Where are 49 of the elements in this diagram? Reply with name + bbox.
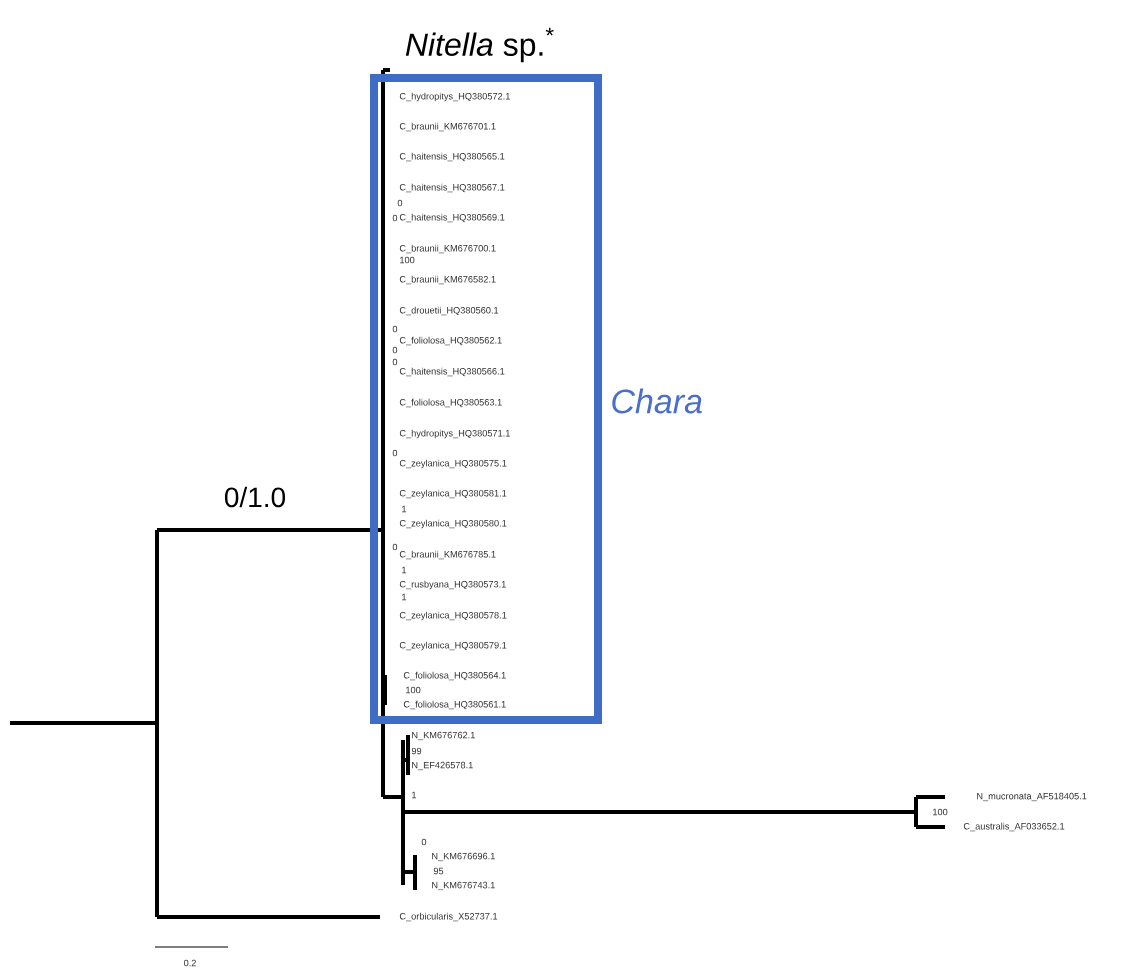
taxon-label: C_hydropitys_HQ380571.1 <box>399 429 510 439</box>
support-value: 1 <box>412 791 417 799</box>
taxon-label: C_foliolosa_HQ380563.1 <box>399 398 502 408</box>
taxon-label: C_braunii_KM676700.1 <box>399 244 496 254</box>
taxon-label: C_zeylanica_HQ380580.1 <box>399 519 507 529</box>
taxon-label: C_orbicularis_X52737.1 <box>399 912 498 922</box>
support-value: 99 <box>411 747 422 755</box>
support-value: 95 <box>433 867 444 875</box>
taxon-label: C_braunii_KM676582.1 <box>399 275 496 285</box>
taxon-label: N_KM676743.1 <box>432 881 495 891</box>
support-value: 0 <box>392 325 398 333</box>
taxon-label: C_zeylanica_HQ380579.1 <box>399 641 507 651</box>
taxon-label: C_foliolosa_HQ380564.1 <box>403 671 506 681</box>
taxon-label: C_braunii_KM676701.1 <box>399 122 496 132</box>
support-value: 0 <box>392 543 398 551</box>
support-value: 1 <box>402 593 407 601</box>
taxon-label: N_KM676696.1 <box>432 852 495 862</box>
taxon-label: C_australis_AF033652.1 <box>963 822 1065 832</box>
support-value: 0 <box>392 214 398 222</box>
support-value: 1 <box>402 566 407 574</box>
support-value: 100 <box>406 686 421 694</box>
support-value: 0 <box>392 358 398 366</box>
taxon-label: C_foliolosa_HQ380561.1 <box>403 700 506 710</box>
taxon-label: C_zeylanica_HQ380578.1 <box>399 611 507 621</box>
clade-label: Nitella sp.$^{*}$ <box>405 27 554 63</box>
taxon-label: C_haitensis_HQ380569.1 <box>399 213 505 223</box>
support-value: 0/1.0 <box>224 486 286 508</box>
support-value: 100 <box>400 256 415 264</box>
support-value: 0.2 <box>183 959 196 967</box>
taxon-label: C_zeylanica_HQ380575.1 <box>399 459 507 469</box>
taxon-label: C_haitensis_HQ380567.1 <box>399 183 505 193</box>
taxon-label: N_mucronata_AF518405.1 <box>977 792 1087 802</box>
support-value: 0 <box>392 449 398 457</box>
taxon-label: C_rusbyana_HQ380573.1 <box>399 580 506 590</box>
taxon-label: C_drouetii_HQ380560.1 <box>399 306 499 316</box>
taxon-label: N_EF426578.1 <box>412 761 473 771</box>
support-value: 0 <box>392 346 398 354</box>
taxon-label: C_braunii_KM676785.1 <box>399 550 496 560</box>
support-value: 100 <box>933 808 948 816</box>
taxon-label: C_zeylanica_HQ380581.1 <box>399 489 507 499</box>
taxon-label: N_KM676762.1 <box>412 731 475 741</box>
taxon-label: C_hydropitys_HQ380572.1 <box>399 92 510 102</box>
node-label: Chara <box>612 388 702 414</box>
support-value: 1 <box>402 505 407 513</box>
taxon-label: C_haitensis_HQ380566.1 <box>399 367 505 377</box>
taxon-label: C_foliolosa_HQ380562.1 <box>399 336 502 346</box>
taxon-label: C_haitensis_HQ380565.1 <box>399 152 505 162</box>
support-value: 0 <box>421 838 427 846</box>
support-value: 0 <box>397 199 403 207</box>
